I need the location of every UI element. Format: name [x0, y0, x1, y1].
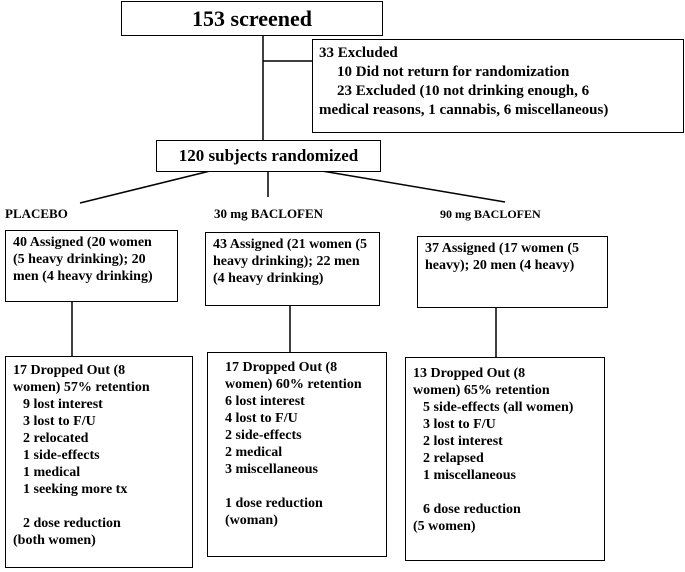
reason-line: 2 relocated — [23, 431, 89, 446]
screened-box: 153 screened — [121, 1, 383, 36]
dose-line: 2 dose reduction — [23, 516, 121, 531]
randomized-label: 120 subjects randomized — [178, 146, 359, 165]
arm-label-placebo: PLACEBO — [5, 206, 68, 221]
randomized-box: 120 subjects randomized — [156, 140, 381, 172]
placebo-branch-line — [79, 170, 211, 204]
excluded-line-1: 10 Did not return for randomization — [337, 64, 570, 80]
assigned-box-baclofen90: 37 Assigned (17 women (5 heavy); 20 men … — [417, 236, 608, 308]
assigned-line: (5 heavy drinking); 20 — [13, 252, 146, 267]
reason-line: 3 lost to F/U — [423, 417, 496, 432]
excluded-box: 33 Excluded 10 Did not return for random… — [312, 39, 684, 133]
dose-line: (5 women) — [413, 519, 476, 534]
assigned-box-baclofen30: 43 Assigned (21 women (5 heavy drinking)… — [205, 232, 380, 306]
reason-line: 2 lost interest — [423, 434, 503, 449]
reason-line: 1 seeking more tx — [23, 482, 128, 497]
reason-line: 9 lost interest — [23, 397, 103, 412]
reason-line: 3 miscellaneous — [225, 462, 318, 477]
dropout-box-baclofen90: 13 Dropped Out (8 women) 65% retention 5… — [405, 357, 605, 561]
dose-line: 1 dose reduction — [225, 496, 323, 511]
dose-line: 6 dose reduction — [423, 502, 521, 517]
dropout-line: women) 60% retention — [225, 377, 362, 392]
dropout-line: 17 Dropped Out (8 — [225, 360, 338, 375]
dose-line: (both women) — [13, 533, 96, 548]
dropout-box-placebo: 17 Dropped Out (8 women) 57% retention 9… — [5, 356, 193, 568]
dropout-line: women) 65% retention — [413, 383, 550, 398]
assigned-line: heavy drinking); 22 men — [213, 254, 360, 269]
dropout-line: 13 Dropped Out (8 — [413, 366, 526, 381]
arm-label-baclofen30: 30 mg BACLOFEN — [214, 206, 324, 221]
excluded-line-2b: medical reasons, 1 cannabis, 6 miscellan… — [319, 102, 609, 118]
assigned-line: heavy); 20 men (4 heavy) — [425, 258, 575, 273]
assigned-line: men (4 heavy drinking) — [13, 269, 153, 284]
reason-line: 4 lost to F/U — [225, 411, 298, 426]
dropout-line: women) 57% retention — [13, 380, 150, 395]
arm-label-baclofen90: 90 mg BACLOFEN — [440, 207, 541, 221]
reason-line: 6 lost interest — [225, 394, 305, 409]
reason-line: 1 side-effects — [23, 448, 100, 463]
reason-line: 2 medical — [225, 445, 283, 460]
dropout-line: 17 Dropped Out (8 — [13, 363, 126, 378]
assigned-line: 43 Assigned (21 women (5 — [213, 237, 368, 252]
reason-line: 1 medical — [23, 465, 81, 480]
assigned-line: 37 Assigned (17 women (5 — [425, 241, 580, 256]
screened-label: 153 screened — [192, 6, 312, 31]
dropout-box-baclofen30: 17 Dropped Out (8 women) 60% retention 6… — [207, 352, 387, 557]
assigned-line: 40 Assigned (20 women — [13, 235, 152, 250]
reason-line: 3 lost to F/U — [23, 414, 96, 429]
excluded-line-2a: 23 Excluded (10 not drinking enough, 6 — [337, 83, 590, 99]
reason-line: 2 relapsed — [423, 451, 484, 466]
excluded-title: 33 Excluded — [319, 45, 398, 61]
dose-line: (woman) — [225, 513, 278, 528]
baclofen90-branch-line — [321, 170, 506, 203]
assigned-box-placebo: 40 Assigned (20 women (5 heavy drinking)… — [5, 230, 178, 302]
assigned-line: (4 heavy drinking) — [213, 271, 324, 286]
reason-line: 1 miscellaneous — [423, 468, 516, 483]
reason-line: 5 side-effects (all women) — [423, 400, 574, 415]
reason-line: 2 side-effects — [225, 428, 302, 443]
